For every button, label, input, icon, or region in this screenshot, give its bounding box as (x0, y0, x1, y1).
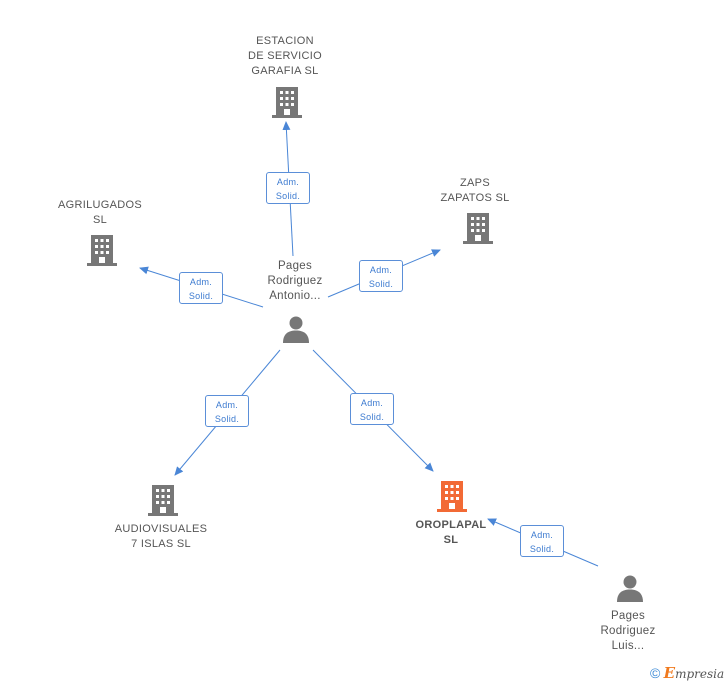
building-icon (272, 87, 302, 118)
person-icon (617, 575, 643, 602)
label-line: Pages (610, 610, 646, 622)
building-icon (463, 213, 493, 244)
edge-badge-audiovisuales[interactable]: Adm. Solid. (205, 395, 249, 427)
badge-line: Adm. (530, 530, 554, 540)
person-label-antonio[interactable]: Pages Rodriguez Antonio... (225, 259, 365, 304)
brand-name: Empresia (664, 664, 725, 682)
badge-line: Solid. (359, 412, 385, 422)
company-label-estacion[interactable]: ESTACION DE SERVICIO GARAFIA SL (215, 34, 355, 79)
label-line: Pages (277, 260, 313, 272)
company-label-agrilugados[interactable]: AGRILUGADOS SL (30, 198, 170, 228)
label-line: AUDIOVISUALES (114, 523, 208, 535)
label-line: Rodriguez (267, 275, 323, 287)
badge-line: Adm. (276, 177, 300, 187)
label-line: 7 ISLAS SL (131, 538, 191, 550)
person-label-luis[interactable]: Pages Rodriguez Luis... (558, 609, 698, 654)
badge-line: Solid. (275, 191, 301, 201)
building-icon-highlight (437, 481, 467, 512)
building-icon (148, 485, 178, 516)
label-line: Antonio... (269, 290, 321, 302)
label-line: OROPLAPAL (415, 519, 487, 531)
label-line: Luis... (611, 640, 645, 652)
company-label-audiovisuales[interactable]: AUDIOVISUALES 7 ISLAS SL (91, 522, 231, 552)
copyright-icon: © (650, 665, 661, 681)
label-line: SL (92, 214, 108, 226)
brand-watermark: © Empresia (650, 664, 724, 682)
badge-line: Adm. (369, 265, 393, 275)
label-line: ESTACION (256, 35, 314, 47)
label-line: AGRILUGADOS (58, 199, 142, 211)
label-line: ZAPATOS SL (440, 192, 510, 204)
label-line: GARAFIA SL (251, 65, 319, 77)
label-line: DE SERVICIO (247, 50, 322, 62)
badge-line: Adm. (360, 398, 384, 408)
label-line: Rodriguez (600, 625, 656, 637)
edge-badge-estacion[interactable]: Adm. Solid. (266, 172, 310, 204)
edge-badge-oroplapal[interactable]: Adm. Solid. (350, 393, 394, 425)
person-icon (283, 316, 309, 343)
edge-badge-zaps[interactable]: Adm. Solid. (359, 260, 403, 292)
badge-line: Adm. (215, 400, 239, 410)
badge-line: Solid. (368, 279, 394, 289)
badge-line: Solid. (214, 414, 240, 424)
label-line: ZAPS (460, 177, 490, 189)
badge-line: Solid. (529, 544, 555, 554)
badge-line: Solid. (188, 291, 214, 301)
building-icon (87, 235, 117, 266)
edge-badge-agrilugados[interactable]: Adm. Solid. (179, 272, 223, 304)
company-label-zaps[interactable]: ZAPS ZAPATOS SL (405, 176, 545, 206)
company-label-oroplapal[interactable]: OROPLAPAL SL (381, 518, 521, 548)
brand-initial: E (663, 664, 676, 682)
brand-name-rest: mpresia (675, 667, 725, 681)
badge-line: Adm. (189, 277, 213, 287)
label-line: SL (443, 534, 459, 546)
edge-badge-luis[interactable]: Adm. Solid. (520, 525, 564, 557)
